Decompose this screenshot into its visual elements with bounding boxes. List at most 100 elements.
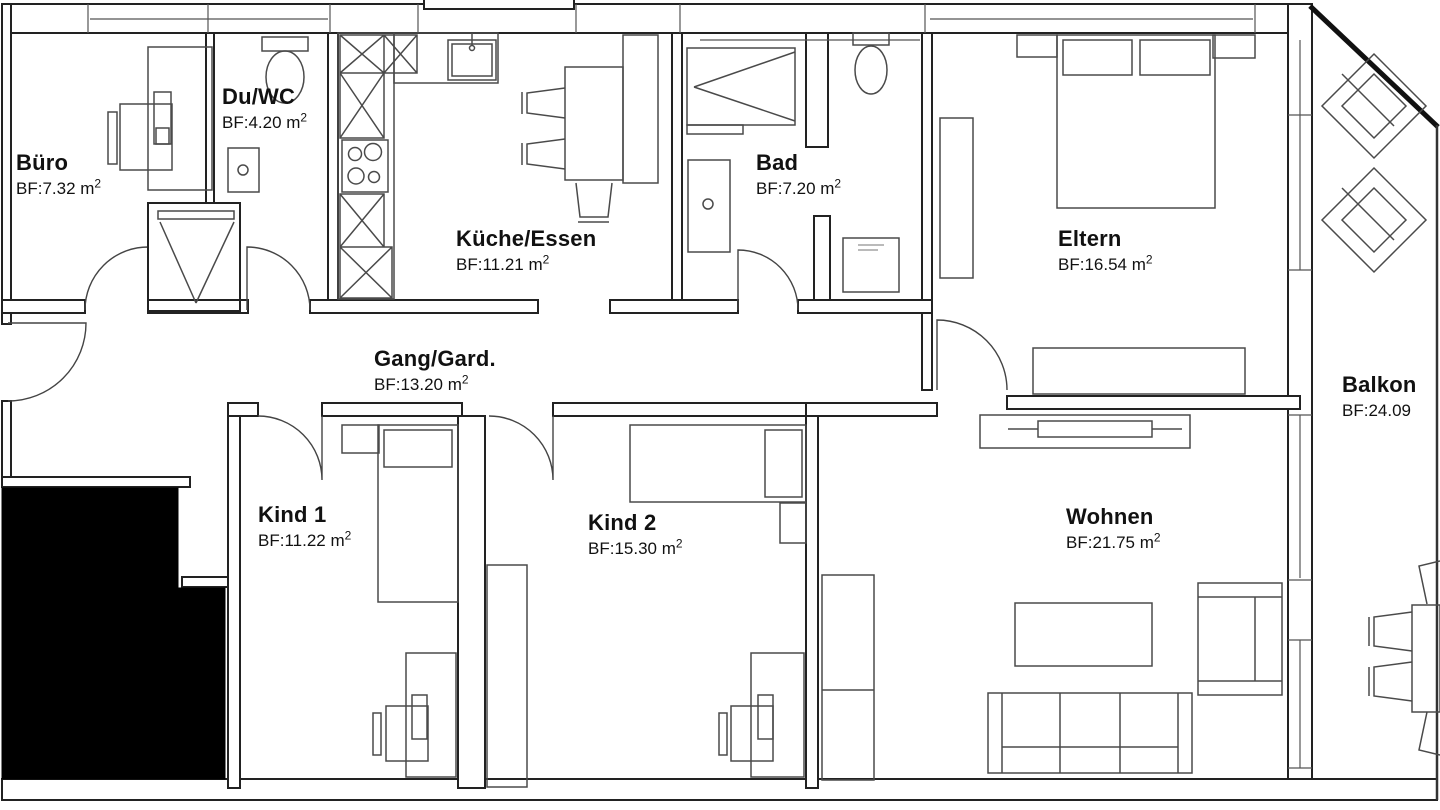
sofa: [987, 692, 1193, 774]
wall-corridor-south-4: [805, 402, 938, 417]
nightstand: [779, 502, 807, 544]
office-chair-seat: [119, 103, 173, 171]
wardrobe-west: [939, 117, 974, 279]
washing-machine-marks: [858, 244, 884, 251]
shower-glass-lines: [693, 51, 796, 122]
room-area: BF:16.54 m2: [1058, 252, 1153, 275]
shower-step: [686, 124, 744, 135]
balcony-chair: [1418, 560, 1440, 605]
room-area: BF:21.75 m2: [1066, 530, 1161, 553]
shower-box: [147, 202, 241, 312]
wall-kueche-bad: [671, 32, 683, 314]
wall-corridor-north-5: [797, 299, 933, 314]
door-eltern: [936, 319, 1008, 391]
kitchen-counter-top: [393, 32, 499, 84]
pillow: [1139, 39, 1211, 76]
armchair: [1197, 582, 1283, 696]
room-name: Wohnen: [1066, 504, 1154, 529]
wall-corridor-south-2: [321, 402, 463, 417]
room-name: Gang/Gard.: [374, 346, 496, 371]
room-name: Kind 1: [258, 502, 327, 527]
balcony-diagonal-wall: [1308, 4, 1440, 129]
furniture-kind2: [486, 424, 807, 788]
shower-drain-lines: [159, 221, 235, 304]
wall-kind2-wohnen: [805, 415, 819, 789]
furniture-wohnen: [821, 414, 1283, 781]
office-chair-seat: [385, 705, 429, 762]
bed: [629, 424, 807, 503]
wall-entry-top: [1, 476, 191, 488]
room-label-buero: Büro BF:7.32 m2: [16, 150, 101, 200]
wall-kind1-kind2: [457, 415, 486, 789]
room-label-balkon: Balkon BF:24.09: [1342, 372, 1417, 422]
wall-duwc-kueche: [327, 32, 339, 314]
wall-bad-stub-top: [805, 32, 829, 148]
pillow: [383, 429, 453, 468]
desk: [750, 652, 805, 778]
dining-chair: [575, 182, 613, 223]
toilet-bowl: [854, 45, 888, 95]
room-name: Kind 2: [588, 510, 657, 535]
furniture-kueche: [337, 32, 659, 300]
wall-corridor-north-3: [309, 299, 539, 314]
room-label-kueche: Küche/Essen BF:11.21 m2: [456, 226, 596, 276]
pillow: [1062, 39, 1133, 76]
room-label-wohnen: Wohnen BF:21.75 m2: [1066, 504, 1161, 554]
double-bed: [1056, 34, 1216, 209]
wall-corridor-south-3: [552, 402, 807, 417]
coffee-table: [1014, 602, 1153, 667]
room-name: Büro: [16, 150, 69, 175]
balcony-chair: [1368, 611, 1413, 652]
stove: [341, 139, 389, 193]
wall-corridor-north-1: [1, 299, 86, 314]
wall-kind1-west: [227, 415, 241, 789]
wardrobe-south: [1032, 347, 1246, 395]
door-duwc: [246, 246, 311, 311]
lounge-chair-line: [1341, 73, 1395, 127]
nightstand-left: [1016, 34, 1058, 58]
washing-machine: [842, 237, 900, 293]
lounge-chair-line: [1341, 187, 1395, 241]
pc-tower: [155, 127, 170, 145]
room-label-gang: Gang/Gard. BF:13.20 m2: [374, 346, 496, 396]
toilet-tank: [852, 32, 890, 46]
desk: [147, 46, 213, 191]
room-label-bad: Bad BF:7.20 m2: [756, 150, 841, 200]
dining-chair: [521, 138, 566, 170]
pillow: [764, 429, 803, 498]
wall-bad-stub-bottom: [813, 215, 831, 301]
wall-corridor-north-4: [609, 299, 739, 314]
door-kind1: [257, 415, 323, 481]
sink-basin: [451, 43, 493, 77]
office-chair-back: [718, 712, 728, 756]
washbasin-drain: [702, 198, 714, 210]
lounge-chair-inner: [1340, 72, 1408, 140]
office-chair-back: [107, 111, 118, 165]
door-entry: [7, 322, 87, 402]
shelf: [821, 574, 875, 781]
wall-corridor-south-1: [227, 402, 259, 417]
window-sill-top: [423, 0, 575, 10]
closet: [486, 564, 528, 788]
sofa-sections: [1001, 693, 1179, 773]
burner: [347, 167, 365, 185]
furniture-buero: [107, 46, 213, 191]
balcony-chair: [1368, 661, 1413, 702]
room-label-kind1: Kind 1 BF:11.22 m2: [258, 502, 351, 552]
sideboard: [979, 414, 1191, 449]
nightstand-right: [1212, 34, 1256, 59]
washbasin-cabinet: [687, 159, 731, 253]
office-chair-back: [372, 712, 382, 756]
office-chair-seat: [730, 705, 774, 762]
balcony-table: [1411, 604, 1440, 713]
room-area: BF:15.30 m2: [588, 536, 683, 559]
wall-left-mid: [1, 400, 12, 478]
room-name: Eltern: [1058, 226, 1122, 251]
window-lines: [87, 4, 1312, 769]
monitor: [411, 694, 428, 740]
shower: [686, 47, 796, 126]
washbasin-drain: [237, 164, 249, 176]
bed: [377, 424, 459, 603]
